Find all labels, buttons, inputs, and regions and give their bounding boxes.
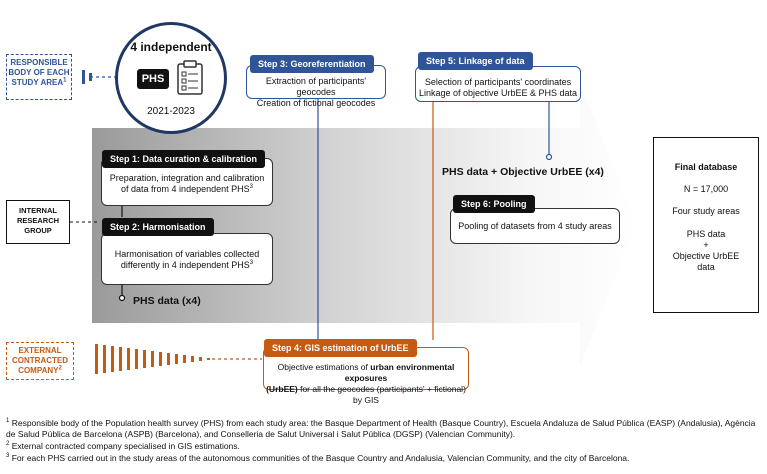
- responsible-body-label: RESPONSIBLE BODY OF EACH STUDY AREA1: [6, 54, 72, 100]
- footnote-2: 2 External contracted company specialise…: [6, 441, 240, 451]
- step6-text: Pooling of datasets from 4 study areas: [458, 221, 612, 231]
- step1-tag: Step 1: Data curation & calibration: [102, 150, 266, 168]
- phs-circle: 4 independent PHS 2021-2023: [115, 22, 227, 134]
- step1-text: Preparation, integration and calibration…: [109, 173, 265, 194]
- step6-box: [450, 208, 620, 244]
- final-database-box: Final database N = 17,000 Four study are…: [653, 137, 759, 313]
- step4-text: Objective estimations of urban environme…: [266, 362, 466, 405]
- phs-urbee-x4-label: PHS data + Objective UrbEE (x4): [442, 166, 604, 178]
- circle-title: 4 independent: [130, 40, 212, 54]
- final-database-title: Final database: [674, 162, 738, 172]
- final-database-urbee: Objective UrbEE: [672, 251, 740, 261]
- circle-years: 2021-2023: [147, 106, 195, 117]
- final-database-areas: Four study areas: [672, 206, 740, 216]
- internal-research-group-label: INTERNAL RESEARCH GROUP: [6, 200, 70, 244]
- external-connector-bars: [95, 344, 210, 374]
- step3-tag: Step 3: Georeferentiation: [250, 55, 374, 73]
- step5-tag: Step 5: Linkage of data: [418, 52, 533, 70]
- final-database-data: data: [697, 262, 715, 272]
- step2-tag: Step 2: Harmonisation: [102, 218, 214, 236]
- step3-text: Extraction of participants' geocodes Cre…: [256, 76, 376, 108]
- step6-tag: Step 6: Pooling: [453, 195, 535, 213]
- external-company-label: EXTERNAL CONTRACTED COMPANY2: [6, 342, 74, 380]
- step2-box: [101, 233, 273, 285]
- footnote-3: 3 For each PHS carried out in the study …: [6, 453, 630, 463]
- step5-text: Selection of participants' coordinates L…: [418, 77, 578, 98]
- final-database-plus: +: [703, 240, 709, 250]
- clipboard-icon: [177, 60, 203, 95]
- final-database-phs: PHS data: [686, 229, 726, 239]
- final-database-n: N = 17,000: [683, 184, 729, 194]
- phs-badge: PHS: [137, 69, 169, 89]
- footnote-1: 1 Responsible body of the Population hea…: [6, 418, 756, 439]
- step2-text: Harmonisation of variables collected dif…: [114, 249, 260, 270]
- step5-box: [415, 66, 581, 102]
- step4-tag: Step 4: GIS estimation of UrbEE: [264, 339, 417, 357]
- phs-data-x4-label: PHS data (x4): [133, 295, 201, 307]
